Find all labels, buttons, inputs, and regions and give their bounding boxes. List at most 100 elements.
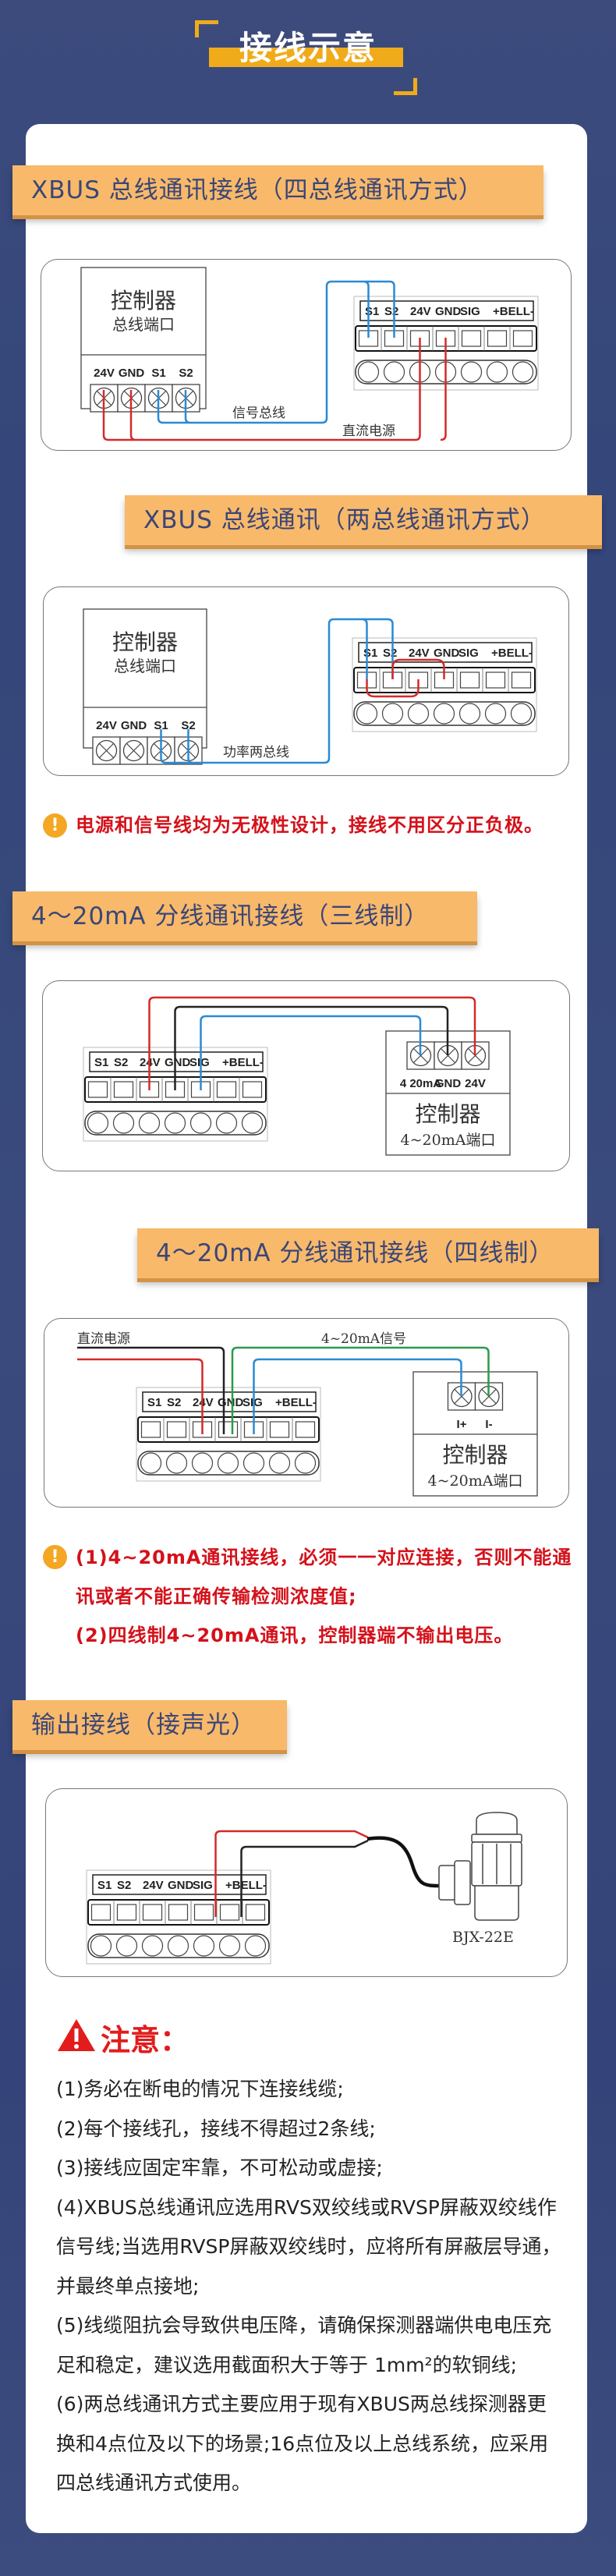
terminal-label: SIG [189, 1056, 210, 1069]
power-label: 直流电源 [77, 1331, 130, 1347]
terminal-label: GND [435, 305, 462, 318]
terminal-label: SIG [243, 1396, 263, 1409]
notes-header: 注意： [57, 2018, 291, 2057]
ma-warning-1: (1)4~20mA通讯接线，必须一一对应连接，否则不能通讯或者不能正确传输检测浓… [76, 1547, 572, 1607]
terminal-label: SIG [460, 305, 480, 318]
terminal-label: S1 [94, 1056, 108, 1069]
wire-i-minus [231, 1346, 490, 1434]
terminal-label: 24V [409, 647, 430, 660]
terminal-label: S2 [114, 1056, 128, 1069]
terminal-label: GND [434, 647, 460, 660]
controller-terminal-label: S1 [154, 719, 168, 732]
wire-power [102, 338, 447, 441]
controller-port: 总线端口 [112, 315, 175, 334]
controller-terminal-label: GND [119, 367, 145, 380]
section-banner: 4～20mA 分线通讯接线（三线制） [12, 891, 477, 941]
ma-warning-2: (2)四线制4~20mA通讯，控制器端不输出电压。 [76, 1625, 514, 1646]
signal-bus-label: 信号总线 [232, 406, 285, 421]
section-banner: XBUS 总线通讯接线（四总线通讯方式） [12, 165, 543, 215]
controller-terminal-label: I- [485, 1418, 492, 1431]
wire-sig [200, 1015, 422, 1090]
terminal-label: SIG [458, 647, 479, 660]
wire-24v [148, 996, 476, 1090]
note-item: (6)两总线通讯方式主要应用于现有XBUS两总线探测器更换和4点位及以下的场景;… [56, 2393, 549, 2494]
controller-terminal-label: S2 [181, 719, 195, 732]
section-banner: 4～20mA 分线通讯接线（四线制） [137, 1228, 599, 1278]
page-title: 接线示意 [239, 29, 377, 67]
terminal-label: GND [168, 1879, 194, 1892]
section-banner: 输出接线（接声光） [12, 1700, 287, 1750]
terminal-label: +BELL- [491, 647, 533, 660]
controller-terminal-label: 24V [96, 719, 117, 732]
alarm-cable [366, 1836, 441, 1888]
controller-terminal-label: 4 20mA [400, 1077, 442, 1090]
controller-name: 控制器 [442, 1442, 508, 1468]
wire-i-plus [253, 1358, 462, 1434]
controller-terminal-label: 24V [94, 367, 115, 380]
terminal-label: S1 [97, 1879, 112, 1892]
terminal-label: +BELL- [225, 1879, 267, 1892]
controller-port: 4~20mA端口 [401, 1132, 496, 1149]
note-item: (3)接线应固定牢靠，不可松动或虚接; [56, 2156, 383, 2179]
note-item: (2)每个接线孔，接线不得超过2条线; [56, 2117, 376, 2140]
terminal-label: S2 [167, 1396, 181, 1409]
note-item: (5)线缆阻抗会导致供电压降，请确保探测器端供电电压充足和稳定，建议选用截面积大… [56, 2314, 552, 2376]
terminal-label: S1 [363, 647, 377, 660]
wire-signal [157, 280, 395, 424]
terminal-label: 24V [143, 1879, 164, 1892]
jumper-wire [366, 658, 445, 698]
polarity-warning: 电源和信号线均为无极性设计，接线不用区分正负极。 [76, 814, 543, 836]
terminal-label: S2 [117, 1879, 131, 1892]
controller-terminal-label: GND [121, 719, 147, 732]
terminal-label: GND [165, 1056, 191, 1069]
terminal-label: S1 [365, 305, 379, 318]
controller-name: 控制器 [111, 288, 176, 314]
alarm-device-icon [438, 1812, 522, 1921]
wire-gnd [174, 1005, 449, 1090]
controller-port: 4~20mA端口 [428, 1472, 523, 1490]
controller-terminal-label: S1 [151, 367, 165, 380]
controller-port: 总线端口 [114, 657, 176, 675]
controller-name: 控制器 [415, 1101, 480, 1127]
terminal-label: 24V [410, 305, 431, 318]
device-model-label: BJX-22E [452, 1929, 514, 1946]
wire-bell-minus [240, 1839, 369, 1917]
warning-icon: ! [43, 1545, 67, 1569]
ma-warning: (1)4~20mA通讯接线，必须一一对应连接，否则不能通讯或者不能正确传输检测浓… [76, 1538, 575, 1655]
controller-terminal-label: GND [435, 1077, 462, 1090]
bus-label: 功率两总线 [223, 745, 289, 760]
wire-power-gnd [77, 1346, 225, 1434]
note-item: (1)务必在断电的情况下连接线缆; [56, 2078, 344, 2100]
title-underline [209, 48, 403, 67]
section-banner: XBUS 总线通讯（两总线通讯方式） [125, 495, 602, 545]
terminal-label: SIG [193, 1879, 213, 1892]
controller-name: 控制器 [112, 629, 178, 655]
terminal-label: +BELL- [275, 1396, 317, 1409]
terminal-label: S2 [383, 647, 397, 660]
title-bracket-icon [394, 78, 417, 95]
notes-title: 注意： [101, 2023, 190, 2057]
title-bracket-icon [195, 20, 218, 37]
wire-bell-plus [214, 1830, 369, 1917]
power-label: 直流电源 [342, 423, 395, 439]
wire-power-24v [77, 1358, 204, 1434]
terminal-label: S2 [384, 305, 398, 318]
note-item: (4)XBUS总线通讯应选用RVS双绞线或RVSP屏蔽双绞线作信号线;当选用RV… [56, 2195, 561, 2298]
terminal-label: GND [218, 1396, 244, 1409]
controller-terminal-label: S2 [179, 367, 193, 380]
terminal-label: +BELL- [493, 305, 534, 318]
warning-icon: ! [43, 813, 67, 838]
controller-terminal-label: 24V [465, 1077, 486, 1090]
warning-triangle-icon [58, 2019, 95, 2051]
